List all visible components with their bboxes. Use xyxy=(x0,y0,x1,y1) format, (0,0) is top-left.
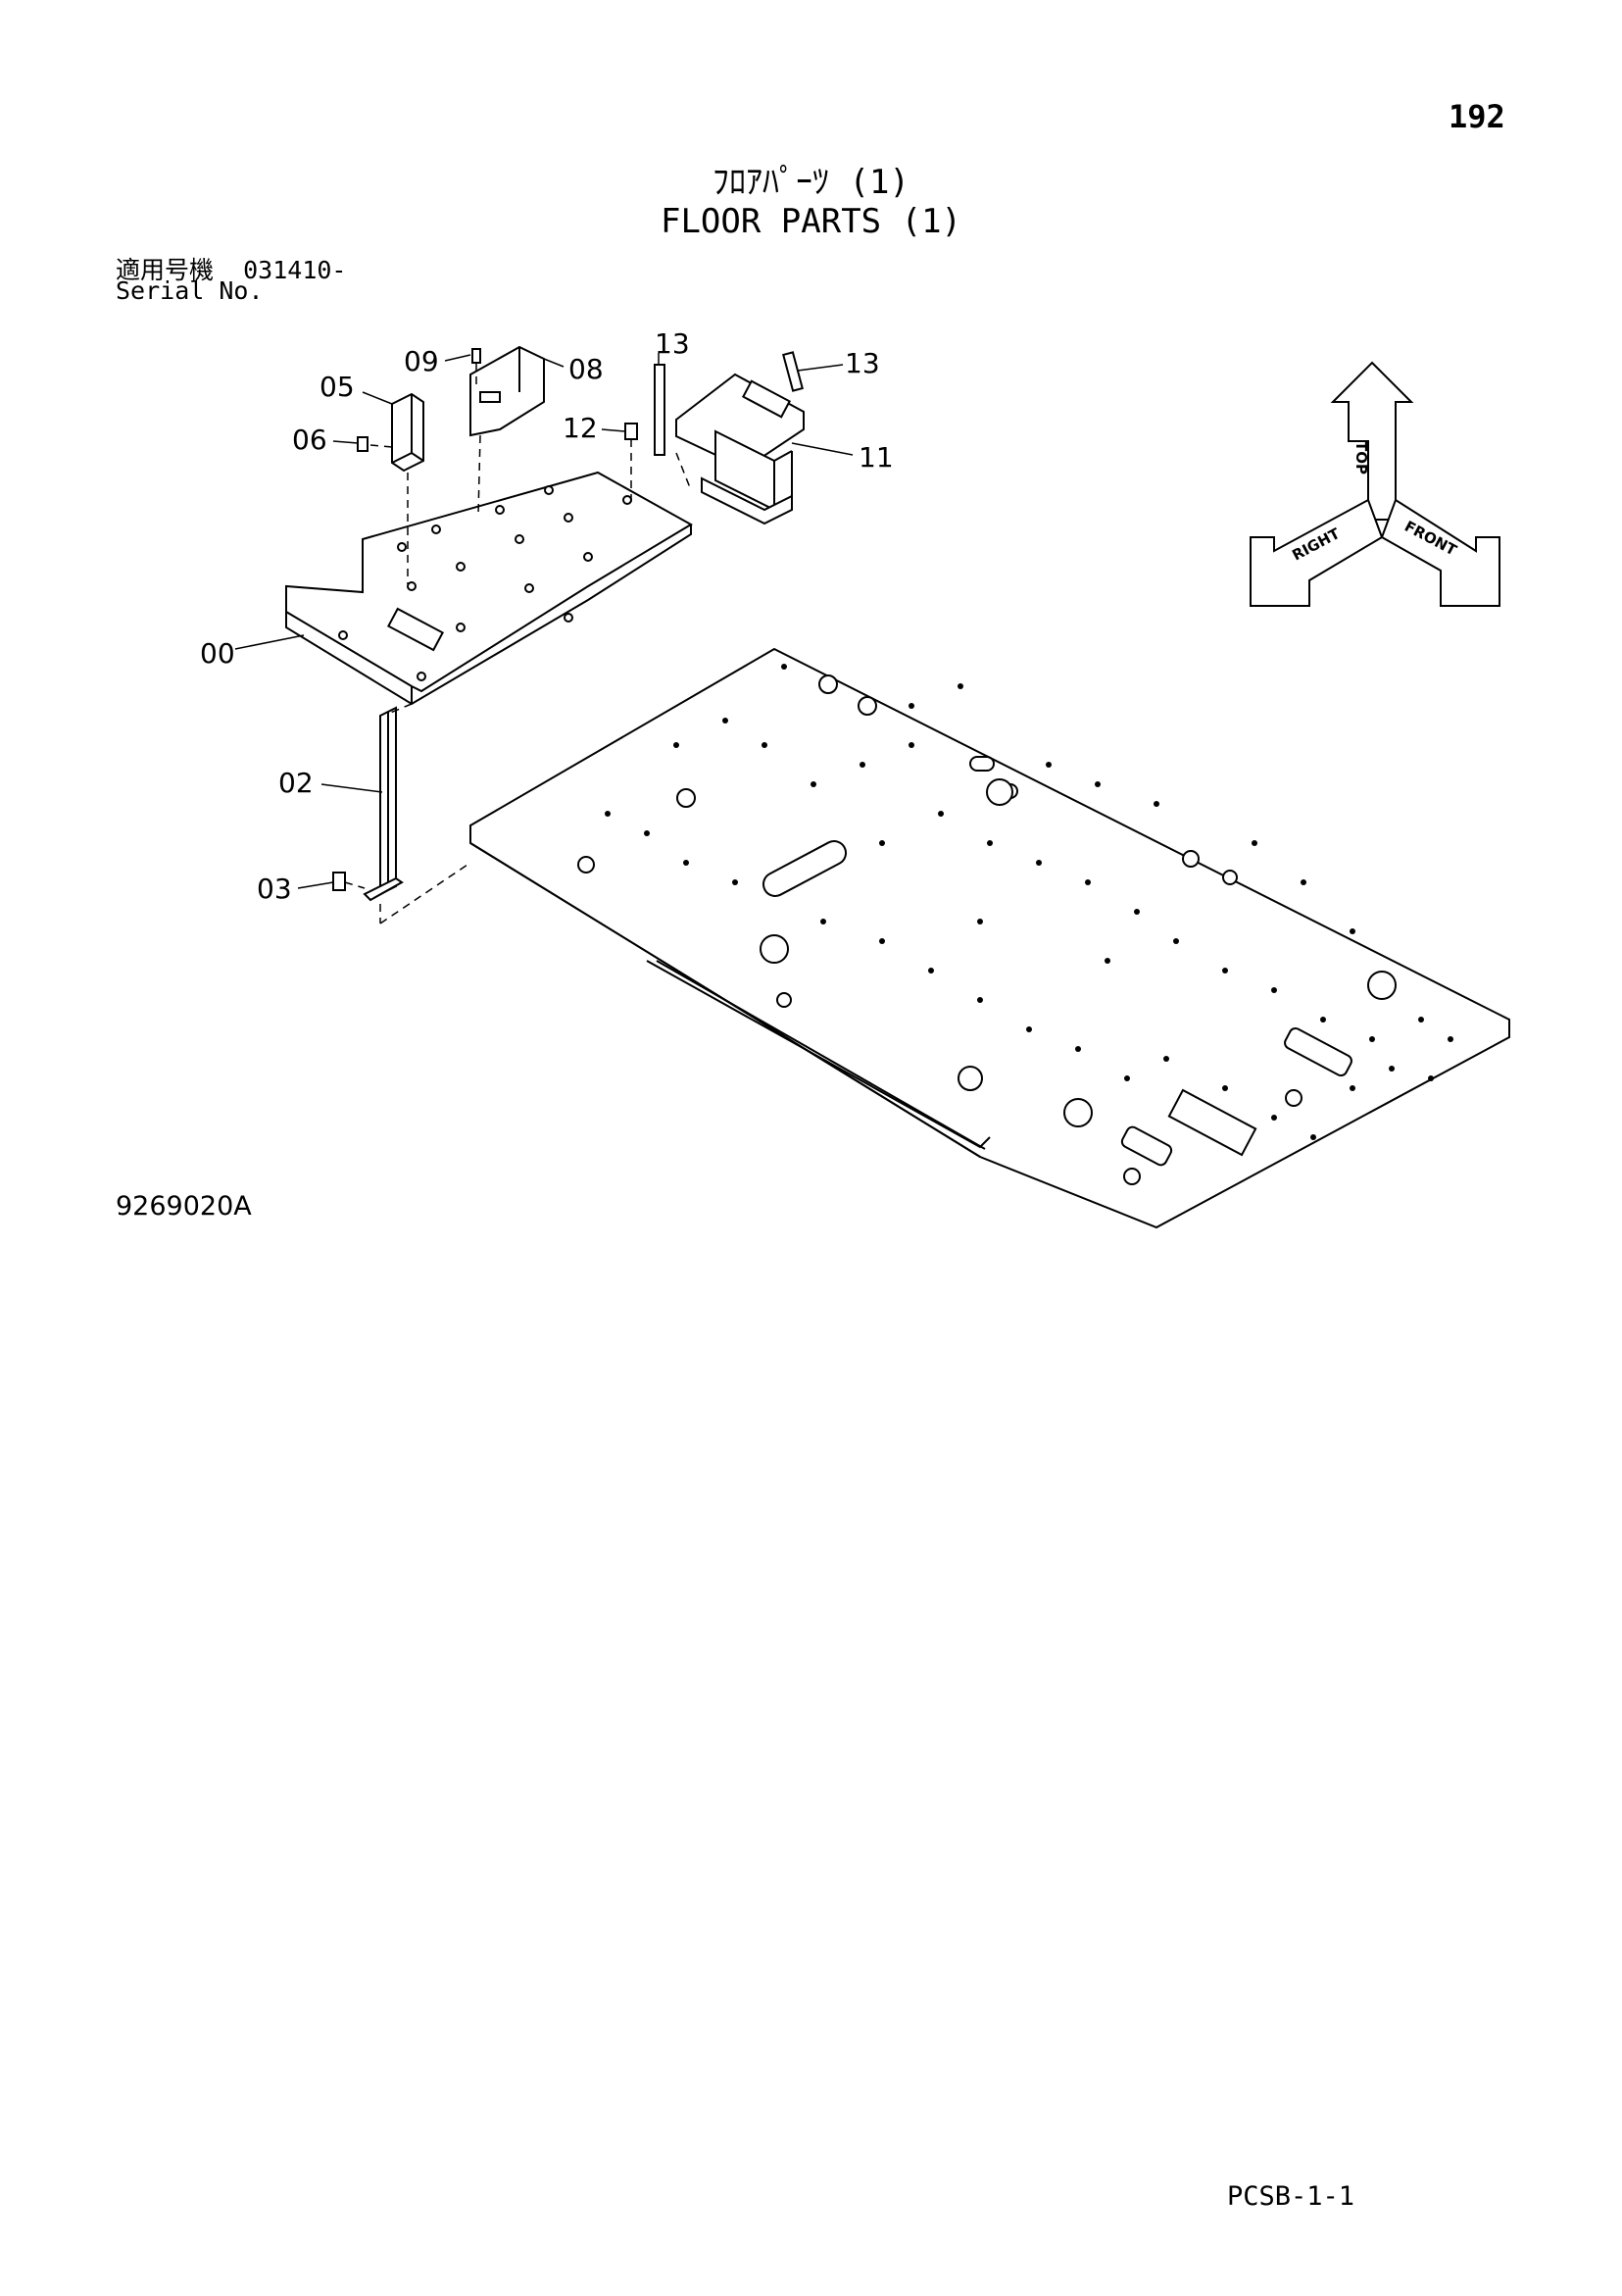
part-bolt-12 xyxy=(624,423,638,440)
drawing-code: 9269020A xyxy=(116,1191,252,1222)
floor-holes xyxy=(577,674,1397,1185)
part-bolt-03 xyxy=(332,872,346,891)
part-bolt-06 xyxy=(357,436,369,452)
footer-code: PCSB-1-1 xyxy=(1227,2181,1355,2212)
callout-09: 09 xyxy=(404,345,439,377)
upper-plate xyxy=(285,471,693,693)
serial-label-japanese: 適用号機 031410- xyxy=(116,251,346,286)
front-arrow-icon xyxy=(1380,498,1500,607)
callout-13-right: 13 xyxy=(845,347,880,379)
part-stay-02 xyxy=(363,706,404,902)
orientation-indicator xyxy=(1250,361,1500,607)
callout-02: 02 xyxy=(278,767,314,799)
title-japanese: ﾌﾛｱﾊﾟｰﾂ (1) xyxy=(713,163,909,202)
callout-06: 06 xyxy=(292,424,327,456)
part-pin-13-left xyxy=(654,364,665,456)
callout-00: 00 xyxy=(200,637,235,670)
callout-08: 08 xyxy=(568,353,604,385)
callout-13-left: 13 xyxy=(655,327,690,360)
callout-03: 03 xyxy=(257,873,292,905)
part-bolt-09 xyxy=(471,348,481,364)
serial-range: 031410- xyxy=(243,256,347,284)
part-bracket-11 xyxy=(675,373,805,525)
right-arrow-icon xyxy=(1250,498,1384,607)
orientation-top-label: TOP xyxy=(1352,441,1370,474)
callout-05: 05 xyxy=(319,371,355,403)
part-pin-13-right xyxy=(782,351,804,392)
callout-12: 12 xyxy=(563,412,598,444)
serial-label-english: Serial No. xyxy=(116,276,264,305)
part-bracket-08 xyxy=(469,345,545,437)
page-number: 192 xyxy=(1449,98,1505,135)
callout-11: 11 xyxy=(859,441,894,474)
part-bracket-05 xyxy=(391,392,424,473)
serial-label-jp: 適用号機 xyxy=(116,256,215,284)
title-english: FLOOR PARTS (1) xyxy=(660,202,962,241)
top-arrow-icon xyxy=(1330,361,1414,521)
